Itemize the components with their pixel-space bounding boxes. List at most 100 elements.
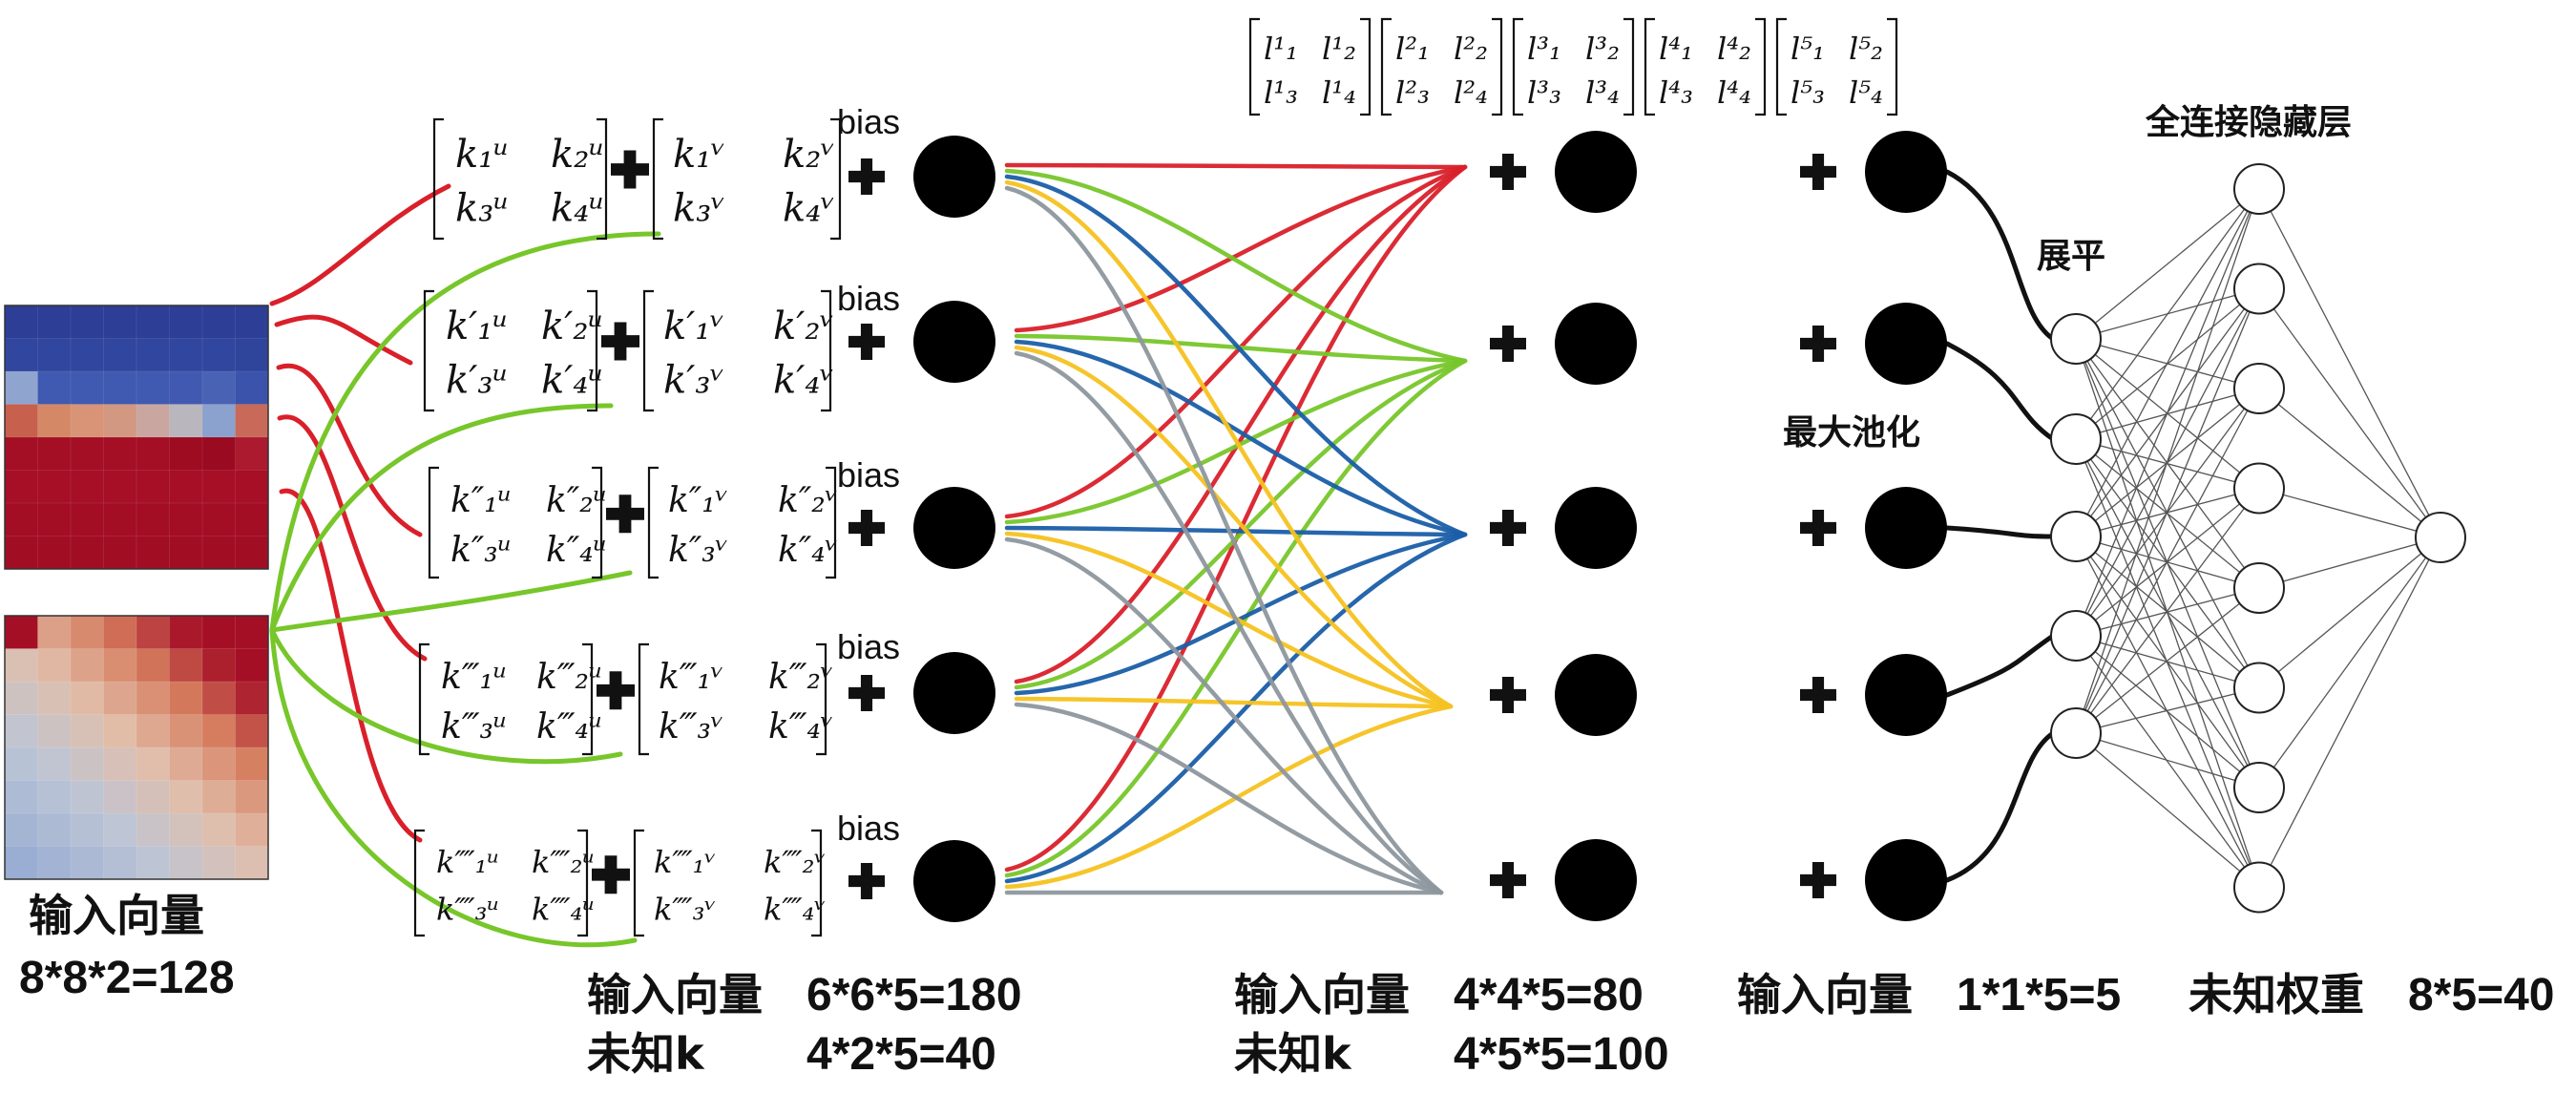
heatmap-cell	[70, 502, 105, 537]
heatmap-cell	[201, 404, 237, 438]
node-circle	[1865, 131, 1947, 213]
fc-edge	[2258, 536, 2441, 689]
heatmap-cell	[37, 681, 72, 716]
kernel-entry: k′₁ᵘ	[446, 305, 508, 348]
node-circle	[1865, 487, 1947, 569]
matrix-bracket-left	[1644, 17, 1655, 116]
node-circle	[913, 652, 995, 734]
matrix-bracket-left	[423, 289, 434, 412]
heatmap-cell	[103, 502, 137, 537]
heatmap-cell	[70, 338, 105, 372]
input-heatmap-u	[4, 305, 269, 570]
heatmap-cell	[136, 648, 171, 683]
heatmap-cell	[4, 404, 39, 438]
conv1-line2-a: 未知k	[587, 1028, 705, 1080]
l-kernel-entry: l¹₄	[1322, 74, 1356, 111]
l-kernel-entry: l⁵₄	[1849, 74, 1883, 111]
heatmap-cell	[103, 812, 137, 848]
pool-to-flatten-connections	[1944, 169, 2056, 883]
heatmap-cell	[4, 812, 39, 848]
matrix-bracket-left	[1380, 17, 1392, 116]
heatmap-cell	[103, 338, 137, 372]
l-kernel-entry: l⁴₂	[1717, 31, 1751, 67]
heatmap-cell	[37, 714, 72, 748]
l-kernel-entry: l¹₃	[1264, 74, 1298, 111]
heatmap-cell	[70, 714, 105, 748]
plus-icon	[1800, 677, 1836, 713]
green-connection	[269, 403, 614, 633]
heatmap-cell	[4, 305, 39, 340]
fc-edge	[2258, 487, 2441, 538]
fc-hidden-node	[2233, 662, 2285, 714]
heatmap-cell	[136, 436, 171, 472]
kernel-entry: k⁗₁ᵛ	[654, 844, 716, 880]
matrix-bracket-right	[1887, 17, 1898, 116]
heatmap-cell	[169, 846, 203, 880]
pool-flatten-line	[1944, 341, 2056, 442]
heatmap-cell	[201, 747, 237, 782]
matrix-bracket-right	[830, 117, 842, 241]
green-connection	[269, 627, 638, 948]
pool-flatten-line	[1944, 525, 2056, 539]
heatmap-cell	[235, 615, 269, 650]
fc-input-node	[2050, 511, 2102, 562]
fc-edge	[2075, 438, 2260, 589]
heatmap-cell	[136, 338, 171, 372]
heatmap-cell	[70, 536, 105, 570]
fc-input-node	[2050, 707, 2102, 759]
heatmap-cell	[70, 780, 105, 814]
heatmap-cell	[70, 404, 105, 438]
matrix-bracket-right	[811, 829, 823, 937]
heatmap-cell	[136, 615, 171, 650]
kernel-entry: k⁗₄ᵛ	[764, 892, 826, 928]
kernel-entry: k⁗₃ᵛ	[654, 892, 716, 928]
heatmap-cell	[169, 536, 203, 570]
heatmap-cell	[136, 370, 171, 406]
heatmap-cell	[37, 846, 72, 880]
kernel-entry: k₄ᵘ	[551, 186, 604, 230]
l-kernel-entry: l²₁	[1395, 31, 1430, 67]
kernel-entry: k″₁ᵛ	[668, 481, 728, 520]
heatmap-cell	[201, 615, 237, 650]
node-circle	[1555, 839, 1637, 921]
fc-edge	[2075, 188, 2260, 537]
conv1-line2-b: 4*2*5=40	[806, 1029, 996, 1080]
matrix-bracket-left	[652, 117, 663, 241]
kernel-entry: k″₂ᵛ	[778, 481, 838, 520]
kernel-entry: k‴₁ᵛ	[659, 658, 723, 697]
matrix-bracket-right	[577, 829, 589, 937]
layer-connection	[1004, 179, 1454, 709]
kernel-entry: k‴₃ᵛ	[659, 707, 723, 747]
heatmap-cell	[4, 370, 39, 406]
l-kernel-entry: l⁴₄	[1717, 74, 1751, 111]
kernel-entry: k‴₄ᵛ	[768, 707, 833, 747]
plus-icon	[848, 324, 885, 360]
heatmap-cell	[235, 812, 269, 848]
matrix-bracket-right	[582, 642, 594, 756]
kernel-entry: k″₄ᵘ	[546, 531, 607, 570]
layer1-to-layer2-connections	[1004, 162, 1468, 895]
heatmap-cell	[201, 536, 237, 570]
matrix-bracket-right	[816, 642, 827, 756]
input-label-line1: 输入向量	[29, 890, 204, 941]
node-circle	[1555, 303, 1637, 385]
kernel-entry: k′₃ᵘ	[446, 358, 508, 402]
kernel-entry: k′₂ᵘ	[541, 305, 603, 348]
fc-edge	[2075, 686, 2260, 734]
plus-icon	[1490, 154, 1526, 190]
conv1-line1-a: 输入向量	[587, 969, 763, 1020]
heatmap-cell	[103, 615, 137, 650]
matrix-bracket-right	[1623, 17, 1635, 116]
heatmap-cell	[235, 305, 269, 340]
heatmap-cell	[201, 305, 237, 340]
heatmap-cell	[169, 470, 203, 504]
matrix-bracket-right	[821, 289, 832, 412]
fc-edge	[2258, 288, 2441, 538]
heatmap-cell	[103, 305, 137, 340]
heatmap-cell	[201, 338, 237, 372]
kernel-entry: k‴₂ᵛ	[768, 658, 833, 697]
heatmap-cell	[169, 747, 203, 782]
l-kernel-entry: l¹₁	[1264, 31, 1298, 67]
layer-connection	[1004, 164, 1468, 873]
